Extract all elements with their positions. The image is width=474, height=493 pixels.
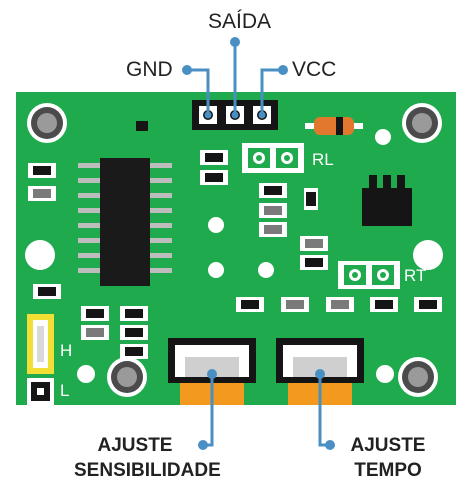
ic-pin xyxy=(78,208,100,213)
ic-pin xyxy=(150,223,172,228)
pointer-dot xyxy=(207,369,217,379)
pointer-dot xyxy=(325,440,335,450)
mounting-hole-bottom-left xyxy=(107,357,147,397)
via-hole xyxy=(413,240,443,270)
ic-pin xyxy=(150,268,172,273)
pin-pointer-lines xyxy=(187,42,283,115)
jumper-hl xyxy=(27,314,54,405)
mounting-hole-top-left xyxy=(27,103,67,143)
silkscreen-label-rl: RL xyxy=(312,150,334,169)
ic-pin xyxy=(150,253,172,258)
label-adjust-time: AJUSTE TEMPO xyxy=(338,436,438,480)
small-component xyxy=(306,192,316,206)
led-pad xyxy=(136,121,148,131)
smd-component xyxy=(300,236,328,251)
smd-component xyxy=(28,163,56,178)
smd-component xyxy=(120,325,148,340)
ic-pin xyxy=(78,223,100,228)
pointer-dot xyxy=(204,111,212,119)
via-hole xyxy=(258,262,274,278)
pointer-dot xyxy=(278,65,288,75)
via-hole xyxy=(25,240,55,270)
smd-component xyxy=(414,297,442,312)
rl-pads xyxy=(242,143,304,173)
mounting-hole-top-right xyxy=(402,103,442,143)
via-hole xyxy=(208,217,224,233)
ic-pin xyxy=(150,208,172,213)
ic-pin xyxy=(150,193,172,198)
ic-pin xyxy=(78,253,100,258)
silkscreen-label-l: L xyxy=(60,381,70,400)
silkscreen-label-h: H xyxy=(60,341,73,360)
pin-label-vcc: VCC xyxy=(292,58,337,81)
smd-component xyxy=(120,306,148,321)
pointer-dot xyxy=(231,111,239,119)
smd-component xyxy=(33,284,61,299)
smd-component xyxy=(28,186,56,201)
via-hole xyxy=(208,262,224,278)
pin-label-saida: SAÍDA xyxy=(208,10,272,33)
pin-label-gnd: GND xyxy=(126,58,173,81)
via-hole xyxy=(375,129,391,145)
label-adjust-sensitivity-line2: SENSIBILIDADE xyxy=(74,460,221,481)
pointer-dot xyxy=(182,65,192,75)
smd-component xyxy=(120,344,148,359)
label-adjust-sensitivity-line1: AJUSTE xyxy=(97,435,173,456)
ic-pin xyxy=(78,163,100,168)
label-adjust-time-line2: TEMPO xyxy=(354,460,422,481)
smd-component xyxy=(259,203,287,218)
smd-component xyxy=(326,297,354,312)
pointer-dot xyxy=(315,369,325,379)
rt-pads xyxy=(338,261,400,289)
smd-component xyxy=(200,170,228,185)
ic-pin xyxy=(78,193,100,198)
ic-chip xyxy=(78,158,172,286)
smd-component xyxy=(200,150,228,165)
label-adjust-sensitivity: AJUSTE SENSIBILIDADE xyxy=(74,435,221,481)
ic-pin xyxy=(150,238,172,243)
silkscreen-label-rt: RT xyxy=(404,266,427,285)
mounting-hole-bottom-right xyxy=(398,357,438,397)
smd-component xyxy=(259,183,287,198)
ic-pin xyxy=(78,268,100,273)
diode xyxy=(305,117,363,135)
smd-component xyxy=(81,306,109,321)
smd-component xyxy=(236,297,264,312)
pointer-dot xyxy=(230,37,240,47)
ic-pin xyxy=(78,238,100,243)
smd-component xyxy=(281,297,309,312)
ic-pin xyxy=(150,178,172,183)
pointer-dot xyxy=(198,440,208,450)
ic-pin xyxy=(78,178,100,183)
smd-component xyxy=(370,297,398,312)
smd-component xyxy=(81,325,109,340)
smd-component xyxy=(259,222,287,237)
smd-component xyxy=(300,255,328,270)
via-hole xyxy=(376,365,394,383)
pointer-dot xyxy=(258,111,266,119)
voltage-regulator xyxy=(362,175,412,226)
label-adjust-time-line1: AJUSTE xyxy=(350,435,426,456)
ic-pin xyxy=(150,163,172,168)
via-hole xyxy=(77,365,95,383)
